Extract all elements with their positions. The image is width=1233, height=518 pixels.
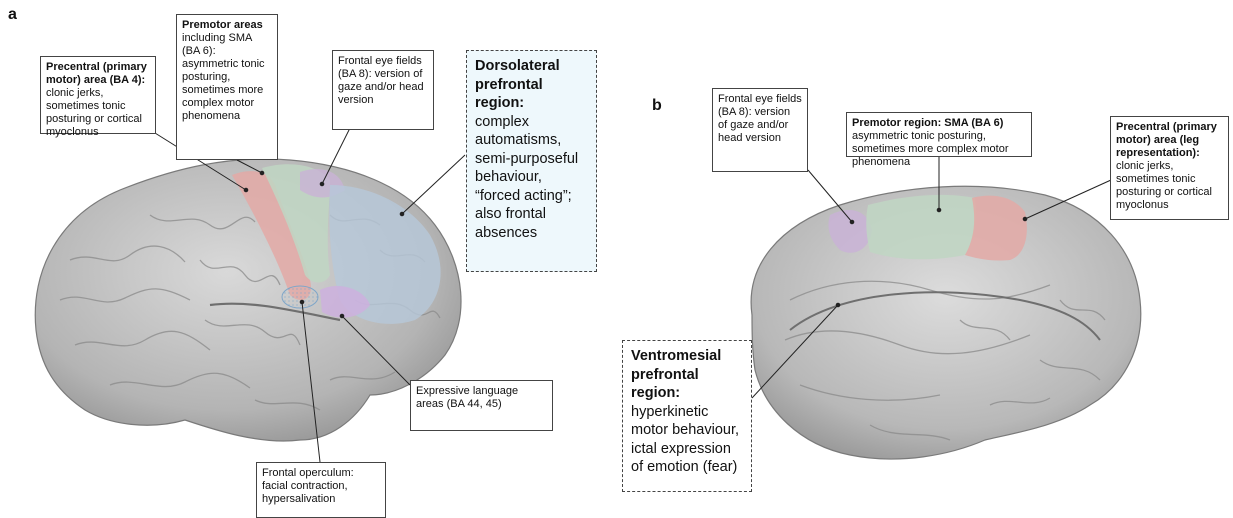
label-precentral-b-body: clonic jerks, sometimes tonic posturing … <box>1116 160 1223 212</box>
label-operculum-a-body: Frontal operculum: facial contraction, h… <box>262 467 380 506</box>
label-dorsolateral-a: Dorsolateral prefrontal region: complex … <box>466 50 597 272</box>
region-b-premotor <box>866 195 976 259</box>
label-expressive-a: Expressive language areas (BA 44, 45) <box>410 380 553 431</box>
label-precentral-b-title: Precentral (primary motor) area (leg rep… <box>1116 121 1223 160</box>
leader-dorsolateral-a <box>402 155 465 214</box>
label-frontal-eye-b-body: Frontal eye fields (BA 8): version of ga… <box>718 93 802 145</box>
label-frontal-eye-b: Frontal eye fields (BA 8): version of ga… <box>712 88 808 172</box>
label-ventromesial-b-title: Ventromesial prefrontal region: <box>631 347 743 403</box>
label-frontal-eye-a: Frontal eye fields (BA 8): version of ga… <box>332 50 434 130</box>
label-dorsolateral-a-body: complex automatisms, semi-purposeful beh… <box>475 113 588 243</box>
label-dorsolateral-a-title: Dorsolateral prefrontal region: <box>475 57 588 113</box>
panel-letter-b: b <box>652 97 662 115</box>
label-premotor-b-body: asymmetric tonic posturing, sometimes mo… <box>852 130 1026 169</box>
label-operculum-a: Frontal operculum: facial contraction, h… <box>256 462 386 518</box>
label-premotor-a-body: including SMA (BA 6): asymmetric tonic p… <box>182 32 272 123</box>
brain-medial-view <box>751 186 1141 459</box>
region-operculum <box>282 286 318 308</box>
label-ventromesial-b: Ventromesial prefrontal region: hyperkin… <box>622 340 752 492</box>
label-frontal-eye-a-body: Frontal eye fields (BA 8): version of ga… <box>338 55 428 107</box>
label-ventromesial-b-body: hyperkinetic motor behaviour, ictal expr… <box>631 403 743 477</box>
label-premotor-a: Premotor areas including SMA (BA 6): asy… <box>176 14 278 160</box>
label-precentral-b: Precentral (primary motor) area (leg rep… <box>1110 116 1229 220</box>
label-precentral-a: Precentral (primary motor) area (BA 4): … <box>40 56 156 134</box>
panel-letter-a: a <box>8 6 17 24</box>
region-b-precentral <box>965 196 1027 261</box>
label-premotor-b-title: Premotor region: SMA (BA 6) <box>852 117 1026 130</box>
label-precentral-a-body: clonic jerks, sometimes tonic posturing … <box>46 87 150 139</box>
label-premotor-b: Premotor region: SMA (BA 6) asymmetric t… <box>846 112 1032 157</box>
label-expressive-a-body: Expressive language areas (BA 44, 45) <box>416 385 547 411</box>
label-premotor-a-title: Premotor areas <box>182 19 272 32</box>
brain-lateral-view <box>35 159 461 441</box>
label-precentral-a-title: Precentral (primary motor) area (BA 4): <box>46 61 150 87</box>
